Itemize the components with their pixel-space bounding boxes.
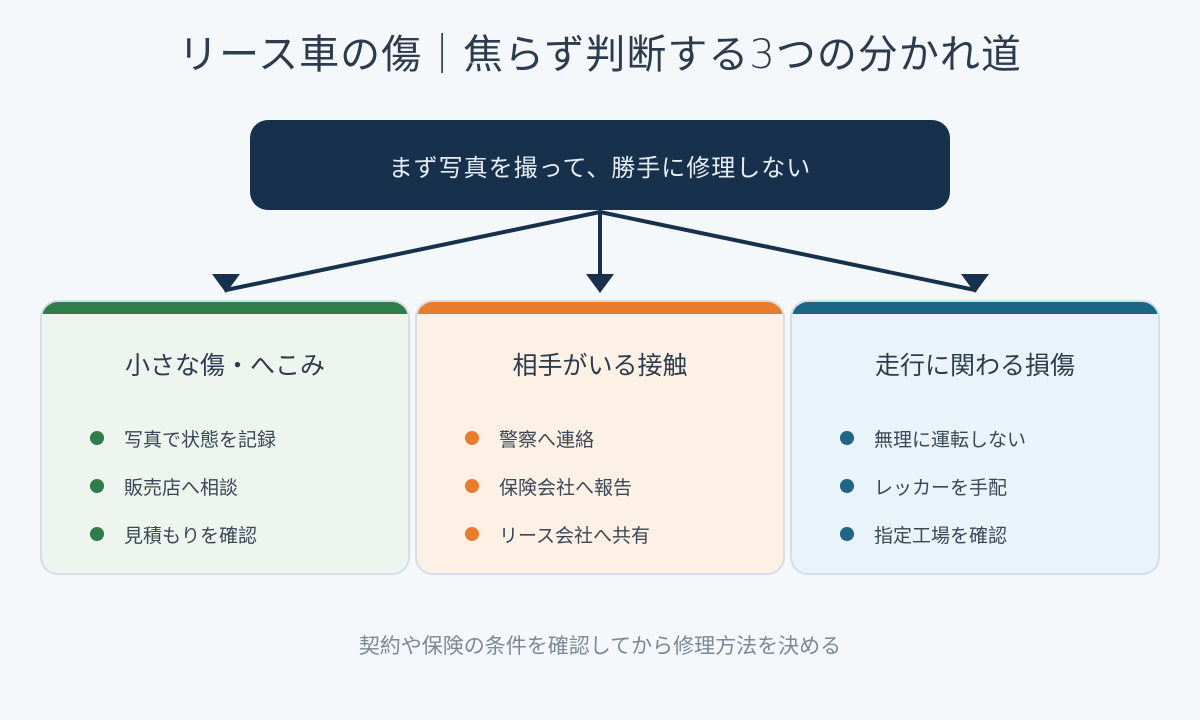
card-small-scratch: 小さな傷・へこみ 写真で状態を記録 販売店へ相談 見積もりを確認 — [40, 300, 410, 575]
bullet-dot-icon — [465, 431, 479, 445]
arrow-right — [598, 210, 977, 292]
card-accent-bar — [792, 302, 1158, 314]
card-title: 相手がいる接触 — [512, 351, 688, 380]
card-item-list: 警察へ連絡 保険会社へ報告 リース会社へ共有 — [465, 414, 650, 558]
list-item: 販売店へ相談 — [90, 462, 276, 510]
arrowhead-center — [586, 274, 614, 293]
bullet-dot-icon — [840, 479, 854, 493]
list-item: 写真で状態を記録 — [90, 414, 276, 462]
bullet-dot-icon — [840, 527, 854, 541]
bullet-dot-icon — [90, 479, 104, 493]
card-item-list: 写真で状態を記録 販売店へ相談 見積もりを確認 — [90, 414, 276, 558]
list-item: 見積もりを確認 — [90, 510, 276, 558]
list-item: 保険会社へ報告 — [465, 462, 650, 510]
card-title: 小さな傷・へこみ — [124, 351, 325, 380]
card-item-list: 無理に運転しない レッカーを手配 指定工場を確認 — [840, 414, 1026, 558]
card-accent-bar — [417, 302, 783, 314]
top-instruction-box: まず写真を撮って、勝手に修理しない — [250, 120, 950, 210]
arrow-left — [224, 210, 602, 292]
top-instruction-text: まず写真を撮って、勝手に修理しない — [388, 153, 812, 182]
page-title: リース車の傷｜焦らず判断する3つの分かれ道 — [178, 32, 1022, 78]
bullet-dot-icon — [465, 527, 479, 541]
card-accent-bar — [42, 302, 408, 314]
list-item: 指定工場を確認 — [840, 510, 1026, 558]
bullet-dot-icon — [90, 527, 104, 541]
arrowhead-left — [212, 274, 240, 293]
footer-note: 契約や保険の条件を確認してから修理方法を決める — [358, 634, 842, 658]
card-contact-accident: 相手がいる接触 警察へ連絡 保険会社へ報告 リース会社へ共有 — [415, 300, 785, 575]
list-item: 警察へ連絡 — [465, 414, 650, 462]
bullet-dot-icon — [465, 479, 479, 493]
bullet-dot-icon — [90, 431, 104, 445]
list-item: 無理に運転しない — [840, 414, 1026, 462]
bullet-dot-icon — [840, 431, 854, 445]
list-item: リース会社へ共有 — [465, 510, 650, 558]
list-item: レッカーを手配 — [840, 462, 1026, 510]
card-title: 走行に関わる損傷 — [874, 351, 1075, 380]
card-driving-damage: 走行に関わる損傷 無理に運転しない レッカーを手配 指定工場を確認 — [790, 300, 1160, 575]
arrowhead-right — [961, 274, 989, 293]
